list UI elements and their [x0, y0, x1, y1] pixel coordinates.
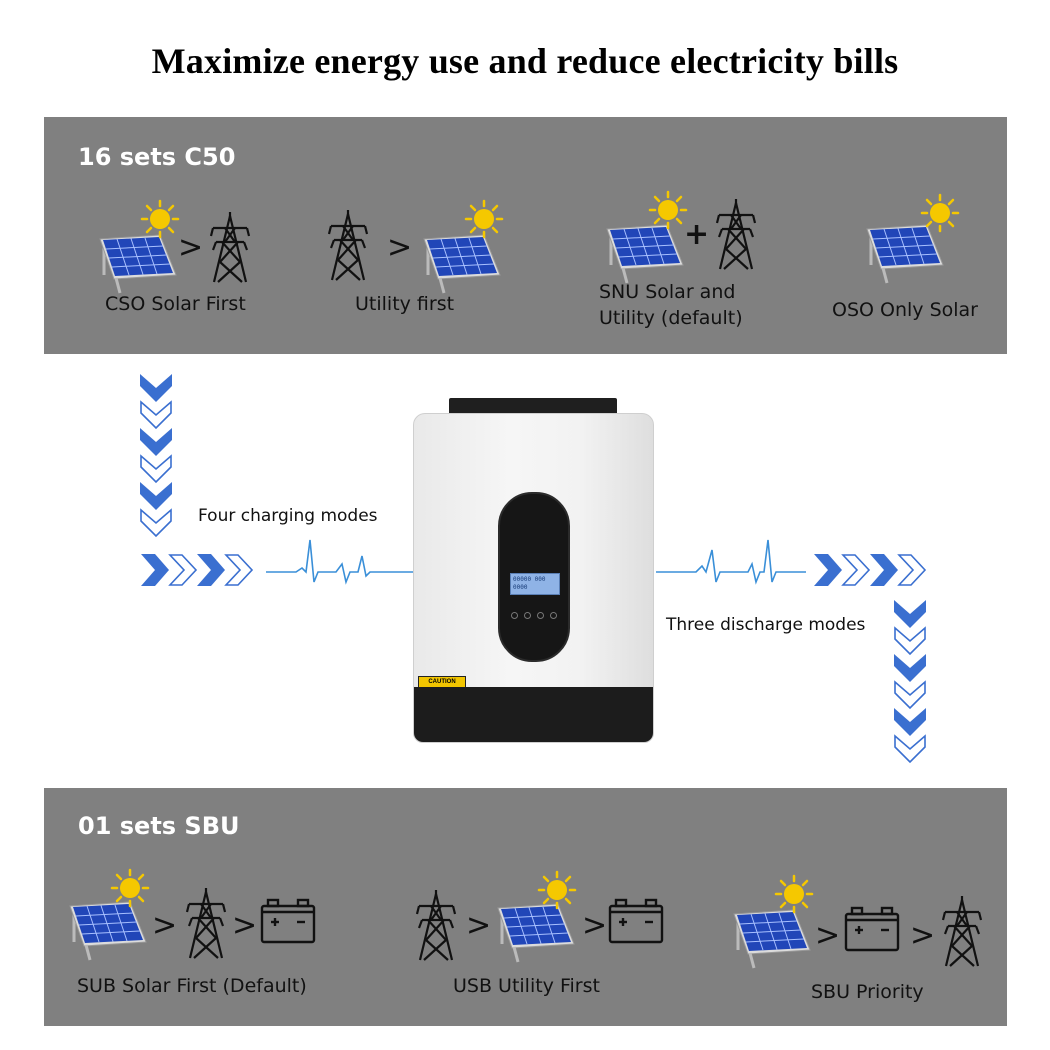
charging-modes-label: Four charging modes — [198, 506, 378, 526]
solar-panel-icon — [605, 223, 685, 285]
pulse-line-icon — [266, 539, 416, 585]
inverter-button[interactable] — [511, 612, 518, 619]
solar-panel-icon — [68, 900, 148, 962]
inverter-button[interactable] — [524, 612, 531, 619]
sun-icon — [464, 199, 504, 239]
mode-label-sub: SUB Solar First (Default) — [77, 975, 307, 997]
sun-icon — [774, 874, 814, 914]
charging-panel-title: 16 sets C50 — [78, 143, 236, 171]
chevron-arrow-icon — [894, 600, 926, 763]
discharge-panel-title: 01 sets SBU — [78, 812, 240, 840]
mode-label-oso: OSO Only Solar — [832, 299, 978, 321]
solar-panel-icon — [98, 233, 178, 295]
battery-icon — [260, 898, 316, 944]
solar-panel-icon — [422, 233, 502, 295]
power-tower-icon — [185, 886, 227, 960]
greater-than-symbol: > — [232, 908, 258, 943]
inverter-device: 00000 000 0000 CAUTION — [413, 413, 654, 743]
mode-label-usb: USB Utility First — [453, 975, 600, 997]
inverter-base — [414, 687, 653, 742]
greater-than-symbol: > — [582, 908, 608, 943]
greater-than-symbol: > — [178, 230, 204, 265]
power-tower-icon — [415, 888, 457, 962]
solar-panel-icon — [496, 902, 576, 964]
inverter-button[interactable] — [550, 612, 557, 619]
sun-icon — [537, 870, 577, 910]
mode-label-cso: CSO Solar First — [105, 293, 246, 315]
power-tower-icon — [715, 197, 757, 271]
pulse-line-icon — [656, 539, 806, 585]
solar-panel-icon — [865, 223, 945, 285]
sun-icon — [920, 193, 960, 233]
sun-icon — [110, 868, 150, 908]
solar-panel-icon — [732, 908, 812, 970]
chevron-arrow-icon — [140, 374, 172, 537]
sun-icon — [140, 199, 180, 239]
mode-label-sbu: SBU Priority — [811, 981, 924, 1003]
greater-than-symbol: > — [466, 908, 492, 943]
inverter-control-panel: 00000 000 0000 — [498, 492, 570, 662]
inverter-button[interactable] — [537, 612, 544, 619]
mode-label-snu-line2: Utility (default) — [599, 307, 743, 329]
mode-label-snu-line1: SNU Solar and — [599, 281, 736, 303]
chevron-arrow-icon — [814, 554, 926, 586]
charging-modes-panel: 16 sets C50 > CSO Solar First > Utility … — [44, 117, 1007, 354]
inverter-lcd-display: 00000 000 0000 — [510, 573, 560, 595]
inverter-lcd-text: 00000 000 0000 — [513, 576, 546, 591]
plus-symbol: + — [684, 217, 710, 252]
greater-than-symbol: > — [387, 230, 413, 265]
power-tower-icon — [209, 210, 251, 284]
battery-icon — [844, 906, 900, 952]
greater-than-symbol: > — [815, 918, 841, 953]
battery-icon — [608, 898, 664, 944]
power-tower-icon — [941, 894, 983, 968]
discharge-modes-label: Three discharge modes — [666, 615, 866, 635]
power-tower-icon — [327, 208, 369, 282]
discharge-modes-panel: 01 sets SBU > > SUB Solar First (Default… — [44, 788, 1007, 1026]
mode-label-utility-first: Utility first — [355, 293, 455, 315]
greater-than-symbol: > — [910, 918, 936, 953]
chevron-arrow-icon — [141, 554, 253, 586]
greater-than-symbol: > — [152, 908, 178, 943]
page-headline: Maximize energy use and reduce electrici… — [151, 41, 899, 81]
